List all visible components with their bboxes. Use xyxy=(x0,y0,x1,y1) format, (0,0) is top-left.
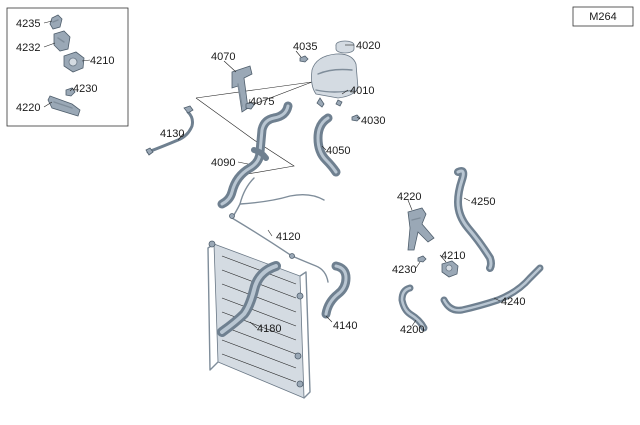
label-4035: 4035 xyxy=(293,41,317,53)
part-4180[interactable] xyxy=(217,261,281,337)
diagram-code: M264 xyxy=(589,11,617,23)
plane-guides xyxy=(195,81,313,177)
part-4035[interactable] xyxy=(299,55,309,63)
inset-part-4230[interactable] xyxy=(65,87,76,97)
part-4075[interactable] xyxy=(245,101,255,110)
label-4210: 4210 xyxy=(90,55,114,67)
part-4200[interactable] xyxy=(398,284,428,332)
part-4240[interactable] xyxy=(440,264,544,314)
label-4210-right: 4210 xyxy=(441,250,465,262)
inset-part-4232[interactable] xyxy=(53,30,71,52)
label-4130: 4130 xyxy=(160,128,184,140)
label-4010: 4010 xyxy=(350,85,374,97)
inset-box: 4235 4232 4210 4230 4220 xyxy=(6,7,129,127)
leader-lines xyxy=(177,44,501,329)
label-4220: 4220 xyxy=(16,102,40,114)
label-4220-right: 4220 xyxy=(397,191,421,203)
label-4030: 4030 xyxy=(361,115,385,127)
part-4220-right[interactable] xyxy=(407,207,435,251)
part-4140[interactable] xyxy=(321,261,351,319)
diagram-code-box: M264 xyxy=(572,6,634,27)
label-4250: 4250 xyxy=(471,196,495,208)
label-4232: 4232 xyxy=(16,42,40,54)
radiator[interactable] xyxy=(207,240,311,399)
part-4020[interactable] xyxy=(335,40,355,54)
label-4020: 4020 xyxy=(356,40,380,52)
part-4250[interactable] xyxy=(454,167,495,272)
label-4050: 4050 xyxy=(326,145,350,157)
label-4200: 4200 xyxy=(400,324,424,336)
part-4090[interactable] xyxy=(217,101,293,209)
label-4180: 4180 xyxy=(257,323,281,335)
label-4230-right: 4230 xyxy=(392,264,416,276)
label-4120: 4120 xyxy=(276,231,300,243)
inset-part-4235[interactable] xyxy=(49,14,63,30)
label-4240: 4240 xyxy=(501,296,525,308)
label-4235: 4235 xyxy=(16,18,40,30)
part-4230-right[interactable] xyxy=(417,255,427,263)
part-4210-right[interactable] xyxy=(441,260,459,278)
part-4030[interactable] xyxy=(351,114,361,122)
part-4010[interactable] xyxy=(311,53,359,108)
part-4130[interactable] xyxy=(145,105,194,156)
label-4230: 4230 xyxy=(73,83,97,95)
label-4140: 4140 xyxy=(333,320,357,332)
part-4120[interactable] xyxy=(229,177,329,283)
label-4070: 4070 xyxy=(211,51,235,63)
inset-part-4210[interactable] xyxy=(63,51,85,73)
inset-part-4220[interactable] xyxy=(47,95,81,117)
part-4050[interactable] xyxy=(313,113,341,177)
label-4090: 4090 xyxy=(211,157,235,169)
label-4075: 4075 xyxy=(250,96,274,108)
